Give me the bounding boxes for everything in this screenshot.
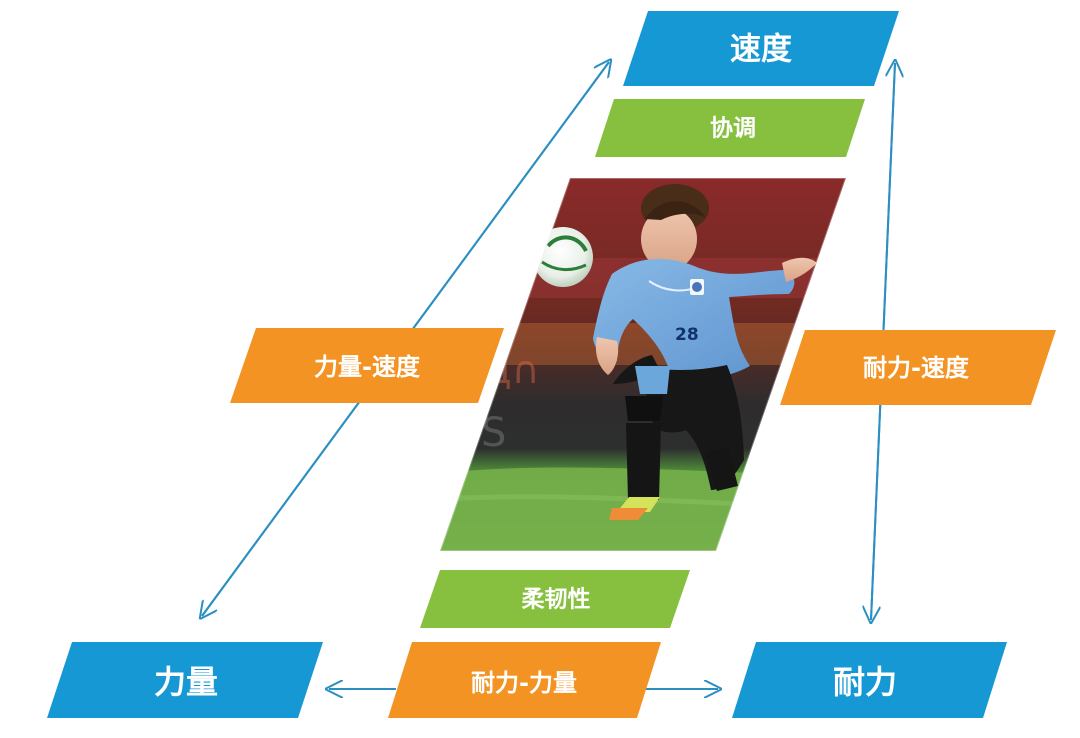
node-endurance: 耐力 [732,642,1007,718]
svg-text:28: 28 [675,325,699,345]
node-endurance-strength-label: 耐力-力量 [471,669,577,697]
node-strength-speed-label: 力量-速度 [314,353,421,381]
node-endurance-label: 耐力 [833,663,897,701]
node-speed-label: 速度 [730,32,792,68]
node-strength: 力量 [47,642,323,718]
node-coordination: 协调 [595,99,865,157]
svg-text:S: S [481,410,506,456]
node-endurance-speed: 耐力-速度 [780,330,1056,405]
node-flexibility-label: 柔韧性 [522,587,591,613]
node-speed: 速度 [623,11,899,86]
node-flexibility: 柔韧性 [420,570,690,628]
node-endurance-speed-label: 耐力-速度 [863,354,970,382]
node-strength-label: 力量 [154,663,218,701]
node-strength-speed: 力量-速度 [230,328,504,403]
node-coordination-label: 协调 [710,116,756,142]
node-endurance-strength: 耐力-力量 [388,642,661,718]
